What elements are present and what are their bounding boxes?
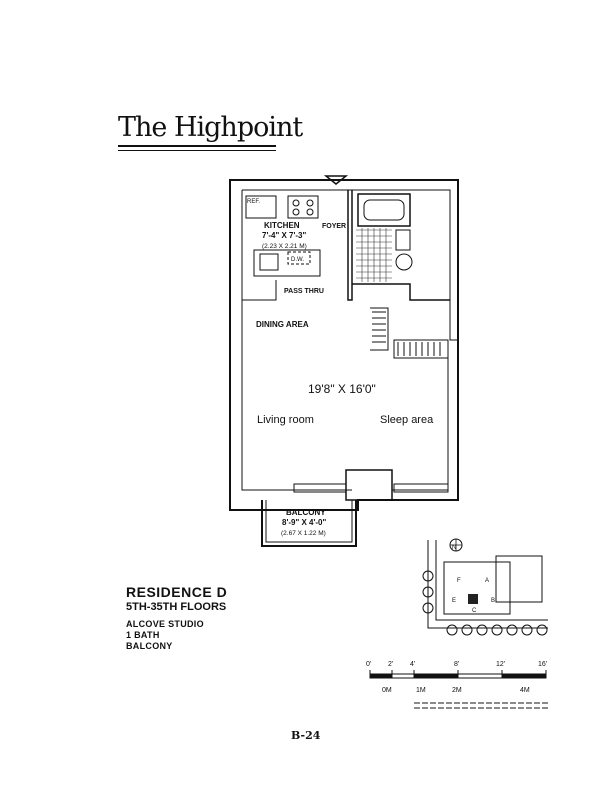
window-left bbox=[293, 483, 347, 493]
key-plan-unit-highlight bbox=[468, 594, 478, 604]
logo-title: The Highpoint bbox=[118, 112, 303, 143]
balcony-dims-metric: (2.67 X 1.22 M) bbox=[281, 530, 326, 537]
residence-title: RESIDENCE D bbox=[126, 584, 228, 600]
scale-bar bbox=[369, 670, 547, 679]
kitchen-label: KITCHEN bbox=[264, 221, 300, 230]
scale-ft-16: 16' bbox=[538, 661, 547, 668]
closet bbox=[393, 339, 449, 359]
closet-hatch bbox=[372, 311, 441, 356]
scale-m-0: 0M bbox=[382, 687, 392, 694]
sleep-area-label: Sleep area bbox=[380, 414, 434, 426]
foyer-label: FOYER bbox=[322, 223, 346, 230]
vanity bbox=[395, 229, 411, 251]
building-outline bbox=[443, 561, 511, 615]
residence-bath: 1 BATH bbox=[126, 630, 160, 640]
entry-marker bbox=[323, 175, 349, 185]
scale-ft-8: 8' bbox=[454, 661, 459, 668]
key-plan-letter-a: A bbox=[485, 578, 489, 584]
inner-wall-left bbox=[241, 190, 277, 301]
key-plan bbox=[422, 538, 548, 636]
kitchen-counter bbox=[253, 249, 321, 277]
logo-underline-thin bbox=[118, 150, 276, 151]
residence-balcony: BALCONY bbox=[126, 641, 173, 651]
north-label: N bbox=[452, 545, 456, 551]
scale-ft-12: 12' bbox=[496, 661, 505, 668]
bathtub bbox=[357, 193, 411, 227]
inner-wall-lower bbox=[241, 300, 352, 491]
page-number: B-24 bbox=[291, 729, 321, 742]
refrigerator bbox=[245, 195, 277, 219]
balcony-outline bbox=[261, 500, 357, 547]
key-plan-letter-b: B bbox=[491, 598, 495, 604]
ref-label: REF. bbox=[247, 199, 260, 205]
scale-ft-0: 0' bbox=[366, 661, 371, 668]
key-plan-letter-e: E bbox=[452, 598, 456, 604]
bath-tile-grid bbox=[356, 228, 392, 282]
dishwasher bbox=[287, 251, 311, 265]
inner-wall bbox=[242, 189, 458, 341]
scale-m-2: 2M bbox=[452, 687, 462, 694]
residence-floors: 5TH-35TH FLOORS bbox=[126, 601, 227, 613]
foyer-wall bbox=[347, 190, 353, 301]
kitchen-dims: 7'-4" X 7'-3" bbox=[262, 231, 307, 240]
closet-steps bbox=[370, 307, 389, 351]
scale-ft-2: 2' bbox=[388, 661, 393, 668]
scale-ft-4: 4' bbox=[410, 661, 415, 668]
dw-label: D.W. bbox=[291, 257, 304, 263]
scale-m-1: 1M bbox=[416, 687, 426, 694]
toilet bbox=[395, 253, 413, 271]
logo-underline bbox=[118, 145, 276, 147]
window-right bbox=[393, 483, 449, 493]
balcony-label: BALCONY bbox=[286, 508, 326, 517]
sink bbox=[259, 253, 279, 271]
main-room-dims: 19'8" X 16'0" bbox=[308, 382, 376, 396]
balcony-dims: 8'-9" X 4'-0" bbox=[282, 518, 327, 527]
stove bbox=[287, 195, 319, 219]
residence-type: ALCOVE STUDIO bbox=[126, 619, 204, 629]
pass-thru-label: PASS THRU bbox=[284, 288, 324, 295]
scale-m-4: 4M bbox=[520, 687, 530, 694]
bath-wall bbox=[352, 283, 450, 301]
key-plan-letter-f: F bbox=[457, 578, 461, 584]
kitchen-dims-metric: (2.23 X 2.21 M) bbox=[262, 243, 307, 250]
living-room-label: Living room bbox=[257, 414, 314, 426]
fine-print-texture bbox=[414, 702, 548, 709]
key-plan-letter-c: C bbox=[472, 608, 477, 614]
dining-area-label: DINING AREA bbox=[256, 320, 309, 329]
window-bay bbox=[345, 469, 393, 501]
